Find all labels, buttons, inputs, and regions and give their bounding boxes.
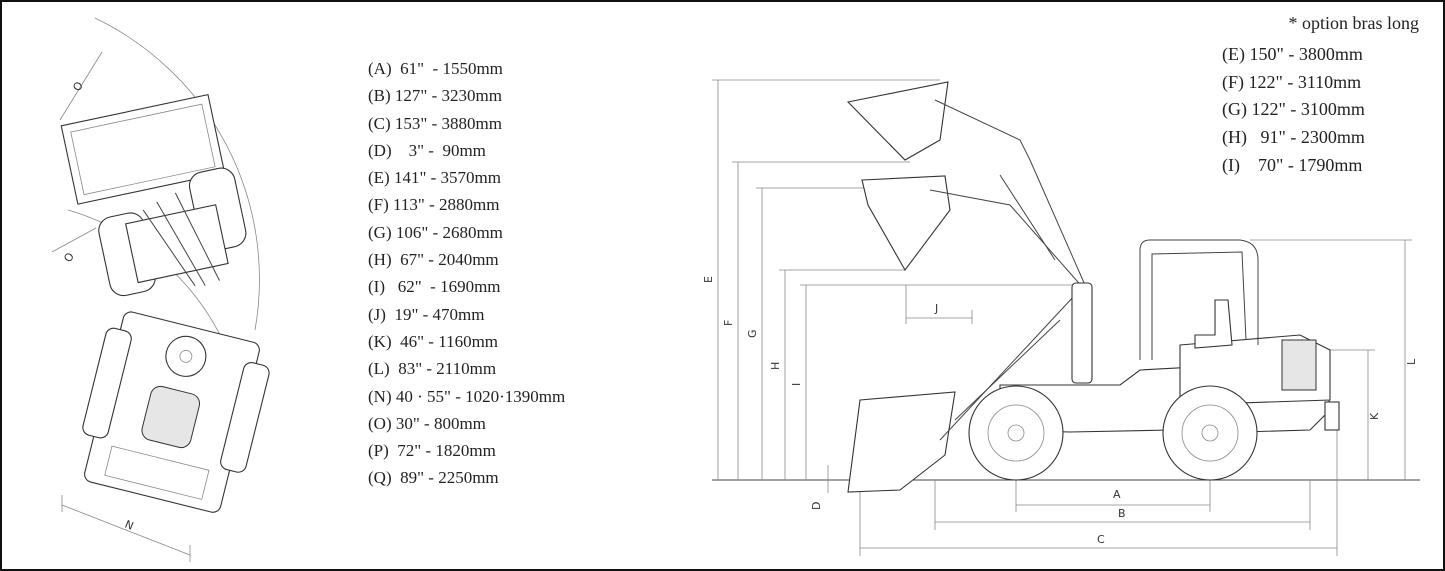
spec-item-c: (C) 153" - 3880mm — [368, 113, 502, 133]
option-spec-list: (E) 150" - 3800mm (F) 122" - 3110mm (G) … — [1222, 41, 1365, 179]
top-view-front-wheels — [98, 167, 247, 297]
option-spec-e: (E) 150" - 3800mm — [1222, 44, 1363, 64]
rear-wheel-left — [82, 327, 132, 439]
rear-wheel-rim — [1181, 404, 1239, 462]
rear-wheel-right — [220, 362, 270, 473]
side-view-drawing — [712, 79, 1420, 556]
bucket-raised-mid — [861, 175, 951, 272]
dim-line-o-top — [59, 51, 103, 121]
spec-item-n: (N) 40 · 55" - 1020·1390mm — [368, 386, 566, 406]
bucket-inner — [70, 103, 216, 196]
label-n: N — [123, 518, 136, 533]
rops-frame — [1139, 239, 1259, 360]
label-o-bottom: O — [61, 250, 77, 264]
engine-grille — [1281, 339, 1317, 391]
label-j: J — [934, 302, 938, 315]
option-title: * option bras long — [1288, 13, 1420, 33]
spec-item-q: (Q) 89" - 2250mm — [368, 468, 499, 488]
lift-cylinder — [156, 201, 206, 286]
front-wheel-hub — [1007, 424, 1025, 442]
spec-item-f: (F) 113" - 2880mm — [368, 195, 500, 215]
turning-arc-outer — [94, 17, 260, 331]
engine-hood — [104, 445, 210, 500]
spec-item-i: (I) 62" - 1690mm — [368, 277, 501, 297]
option-spec-i: (I) 70" - 1790mm — [1222, 154, 1363, 175]
label-a: A — [1113, 488, 1121, 501]
label-b: B — [1118, 507, 1126, 520]
spec-list: (A) 61" - 1550mm (B) 127" - 3230mm (C) 1… — [368, 55, 565, 492]
spec-item-p: (P) 72" - 1820mm — [368, 441, 496, 461]
label-f: F — [722, 320, 735, 326]
rops-frame-inner — [1151, 251, 1247, 360]
label-h: H — [769, 362, 782, 370]
spec-item-e: (E) 141" - 3570mm — [368, 168, 502, 188]
spec-item-h: (H) 67" - 2040mm — [368, 250, 499, 270]
dimension-labels: A B C D E F G H I J K L N O O — [61, 79, 1418, 546]
operator-seat-icon — [141, 385, 201, 449]
boom-column — [1071, 282, 1093, 384]
bucket-lowered — [847, 391, 956, 493]
label-i: I — [790, 383, 803, 386]
spec-item-o: (O) 30" - 800mm — [368, 413, 486, 433]
label-e: E — [702, 276, 715, 283]
bucket-raised-max — [846, 81, 949, 161]
label-k: K — [1368, 412, 1381, 420]
option-spec-h: (H) 91" - 2300mm — [1222, 127, 1365, 148]
label-c: C — [1097, 533, 1105, 546]
lift-cylinder-lower — [954, 319, 1061, 421]
rear-wheel-hub — [1201, 424, 1219, 442]
steering-hub — [179, 349, 193, 363]
front-wheel-rim — [987, 404, 1045, 462]
tilt-cylinder — [999, 174, 1056, 261]
dim-line-o-bottom — [51, 227, 97, 253]
lift-arm-left — [142, 209, 196, 287]
front-wheel — [968, 385, 1064, 481]
lift-arm-right — [174, 192, 220, 281]
top-view-bucket — [60, 94, 226, 205]
spec-item-l: (L) 83" - 2110mm — [368, 359, 497, 379]
option-spec-g: (G) 122" - 3100mm — [1222, 99, 1365, 120]
counterweight — [1324, 401, 1340, 431]
spec-item-b: (B) 127" - 3230mm — [368, 86, 502, 106]
spec-item-a: (A) 61" - 1550mm — [368, 59, 503, 78]
top-view-drawing — [51, 17, 270, 562]
bucket-outline — [60, 94, 226, 205]
seat-side-icon — [1194, 299, 1233, 349]
top-view-rear-body — [82, 311, 270, 513]
steering-wheel-icon — [165, 335, 207, 377]
dim-line-n — [61, 504, 191, 556]
lift-arm-upper-mid — [929, 189, 1086, 291]
spec-item-d: (D) 3" - 90mm — [368, 140, 486, 160]
label-d: D — [810, 502, 823, 510]
option-spec-f: (F) 122" - 3110mm — [1222, 71, 1362, 92]
spec-item-k: (K) 46" - 1160mm — [368, 331, 499, 351]
label-l: L — [1405, 358, 1418, 365]
label-g: G — [746, 329, 759, 338]
spec-item-g: (G) 106" - 2680mm — [368, 222, 503, 242]
lift-arm-upper — [934, 99, 1086, 286]
rear-wheel — [1162, 385, 1258, 481]
spec-item-j: (J) 19" - 470mm — [368, 304, 485, 324]
front-axle-frame — [125, 204, 229, 284]
